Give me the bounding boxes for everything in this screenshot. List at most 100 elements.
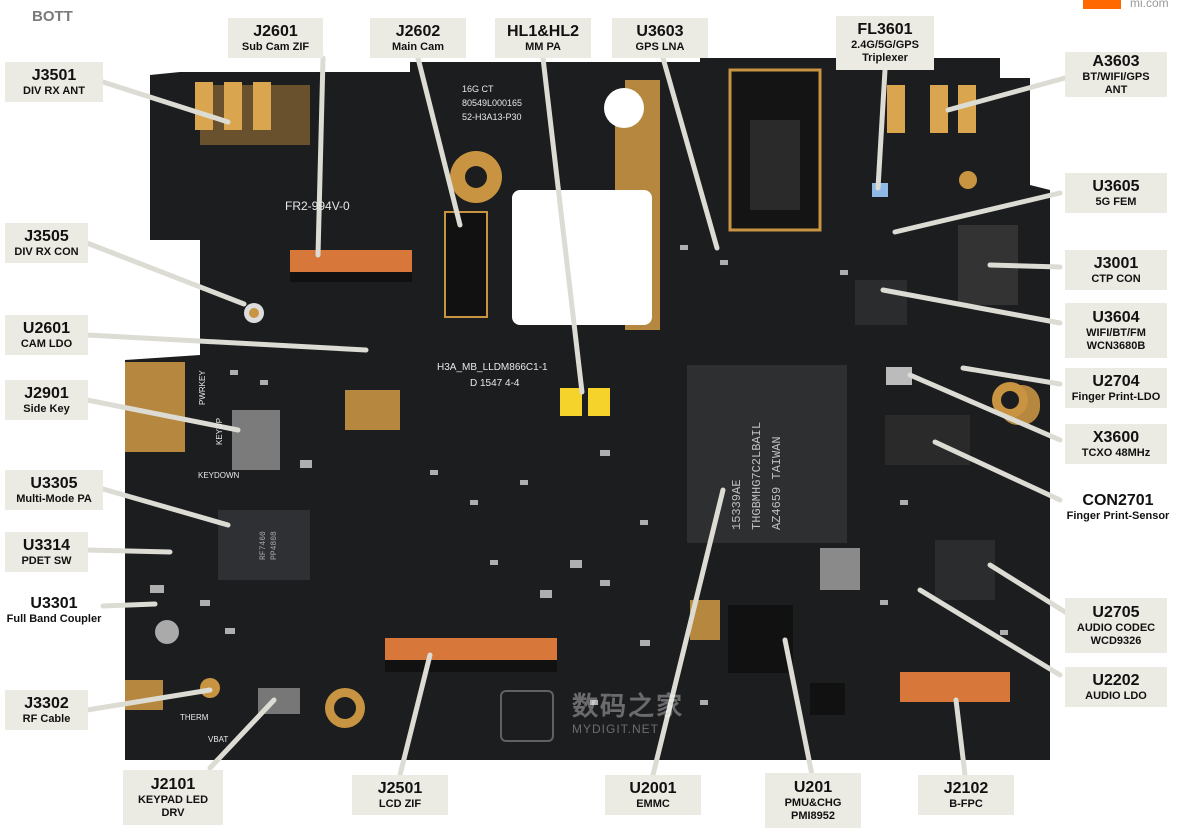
watermark-sub: MYDIGIT.NET (572, 722, 660, 736)
silk-keydown: KEYDOWN (198, 471, 240, 480)
label-desc-2: WCN3680B (1086, 339, 1146, 352)
silk-fr: FR2-994V-0 (285, 199, 350, 213)
silk-part: 80549L000165 (462, 98, 522, 108)
pa-chip (218, 510, 310, 580)
label-code: FL3601 (857, 21, 913, 38)
label-code: J3001 (1093, 254, 1139, 272)
silk-therm: THERM (180, 713, 209, 722)
label-desc: KEYPAD LED (137, 793, 209, 806)
label-desc: WIFI/BT/FM (1086, 326, 1146, 339)
label-code: U3314 (22, 536, 71, 554)
label-code: U2704 (1092, 372, 1140, 390)
label-code: U2202 (1092, 671, 1140, 689)
label-code: U201 (793, 778, 833, 796)
label-code: J2501 (377, 779, 423, 797)
label-code: U3604 (1092, 308, 1140, 326)
corner-brand: BOTT (32, 8, 73, 25)
emmc-mark-1: 15339AE (730, 480, 744, 530)
main-cam-conn (444, 211, 488, 318)
label-desc: 5G FEM (1095, 195, 1137, 208)
label-desc: Multi-Mode PA (16, 492, 92, 505)
hl2 (588, 388, 610, 416)
label-code: J2901 (24, 384, 69, 402)
antenna-clips (195, 82, 976, 133)
emmc-chip (687, 365, 847, 543)
label-desc: LCD ZIF (378, 797, 422, 810)
pcb-board (125, 58, 1050, 760)
label-desc-2: Triplexer (862, 52, 908, 64)
label-desc: BT/WIFI/GPS (1082, 70, 1150, 83)
side-key-conn (232, 410, 280, 470)
label-desc: TCXO 48MHz (1081, 446, 1151, 459)
label-desc: Main Cam (392, 40, 444, 53)
emmc-marks: 15339AE THGBMHG7C2LBAIL AZ4659 TAIWAN (730, 422, 784, 530)
label-desc: PMU&CHG (784, 796, 842, 809)
label-desc: 2.4G/5G/GPS (851, 39, 919, 51)
label-desc-2: ANT (1104, 83, 1128, 96)
label-desc: EMMC (636, 797, 670, 810)
inductor (820, 548, 860, 590)
fp-sensor-conn (885, 415, 970, 465)
label-code: J2601 (253, 22, 298, 40)
small-components (150, 245, 1008, 705)
label-code: U3605 (1092, 177, 1140, 195)
label-desc: MM PA (525, 40, 561, 53)
label-desc: DIV RX CON (14, 245, 79, 258)
label-desc-2: PMI8952 (790, 809, 836, 822)
watermark-logo (500, 690, 554, 742)
emmc-mark-2: THGBMHG7C2LBAIL (750, 422, 764, 530)
label-code: CON2701 (1082, 491, 1154, 509)
label-desc: AUDIO LDO (1085, 689, 1147, 702)
label-code: J3302 (24, 694, 69, 712)
label-code: U3305 (30, 474, 78, 492)
silk-pwrkey: PWRKEY (198, 370, 207, 405)
silk-16g: 16G CT (462, 84, 494, 94)
leader-lines (84, 55, 1073, 778)
label-code: J2101 (150, 775, 196, 793)
codec-chip (935, 540, 995, 600)
label-desc: CAM LDO (20, 337, 73, 350)
label-code: U2001 (629, 779, 677, 797)
silk-mb: H3A_MB_LLDM866C1-1 (437, 362, 548, 373)
pa-mark-2: PP4808 (270, 531, 279, 560)
label-desc: Finger Print-LDO (1071, 390, 1161, 403)
label-desc: Finger Print-Sensor (1066, 509, 1170, 522)
label-desc: CTP CON (1091, 272, 1141, 285)
label-desc: AUDIO CODEC (1076, 621, 1156, 634)
brand-site: mi.com (1130, 0, 1169, 10)
label-code: U2601 (22, 319, 71, 337)
label-code: U2705 (1092, 603, 1140, 621)
b-fpc-conn (900, 672, 1010, 702)
pmi-chip (728, 605, 793, 673)
pa-marks: RF7460 PP4808 (259, 531, 279, 560)
sub-cam-zif (290, 250, 412, 276)
label-code: U3603 (636, 22, 684, 40)
silk-pn: 52-H3A13-P30 (462, 112, 522, 122)
brand-logo (1083, 0, 1121, 9)
label-desc: Side Key (23, 402, 70, 415)
label-desc: RF Cable (22, 712, 71, 725)
label-code: HL1&HL2 (506, 22, 579, 40)
watermark-text: 数码之家 (572, 691, 685, 721)
